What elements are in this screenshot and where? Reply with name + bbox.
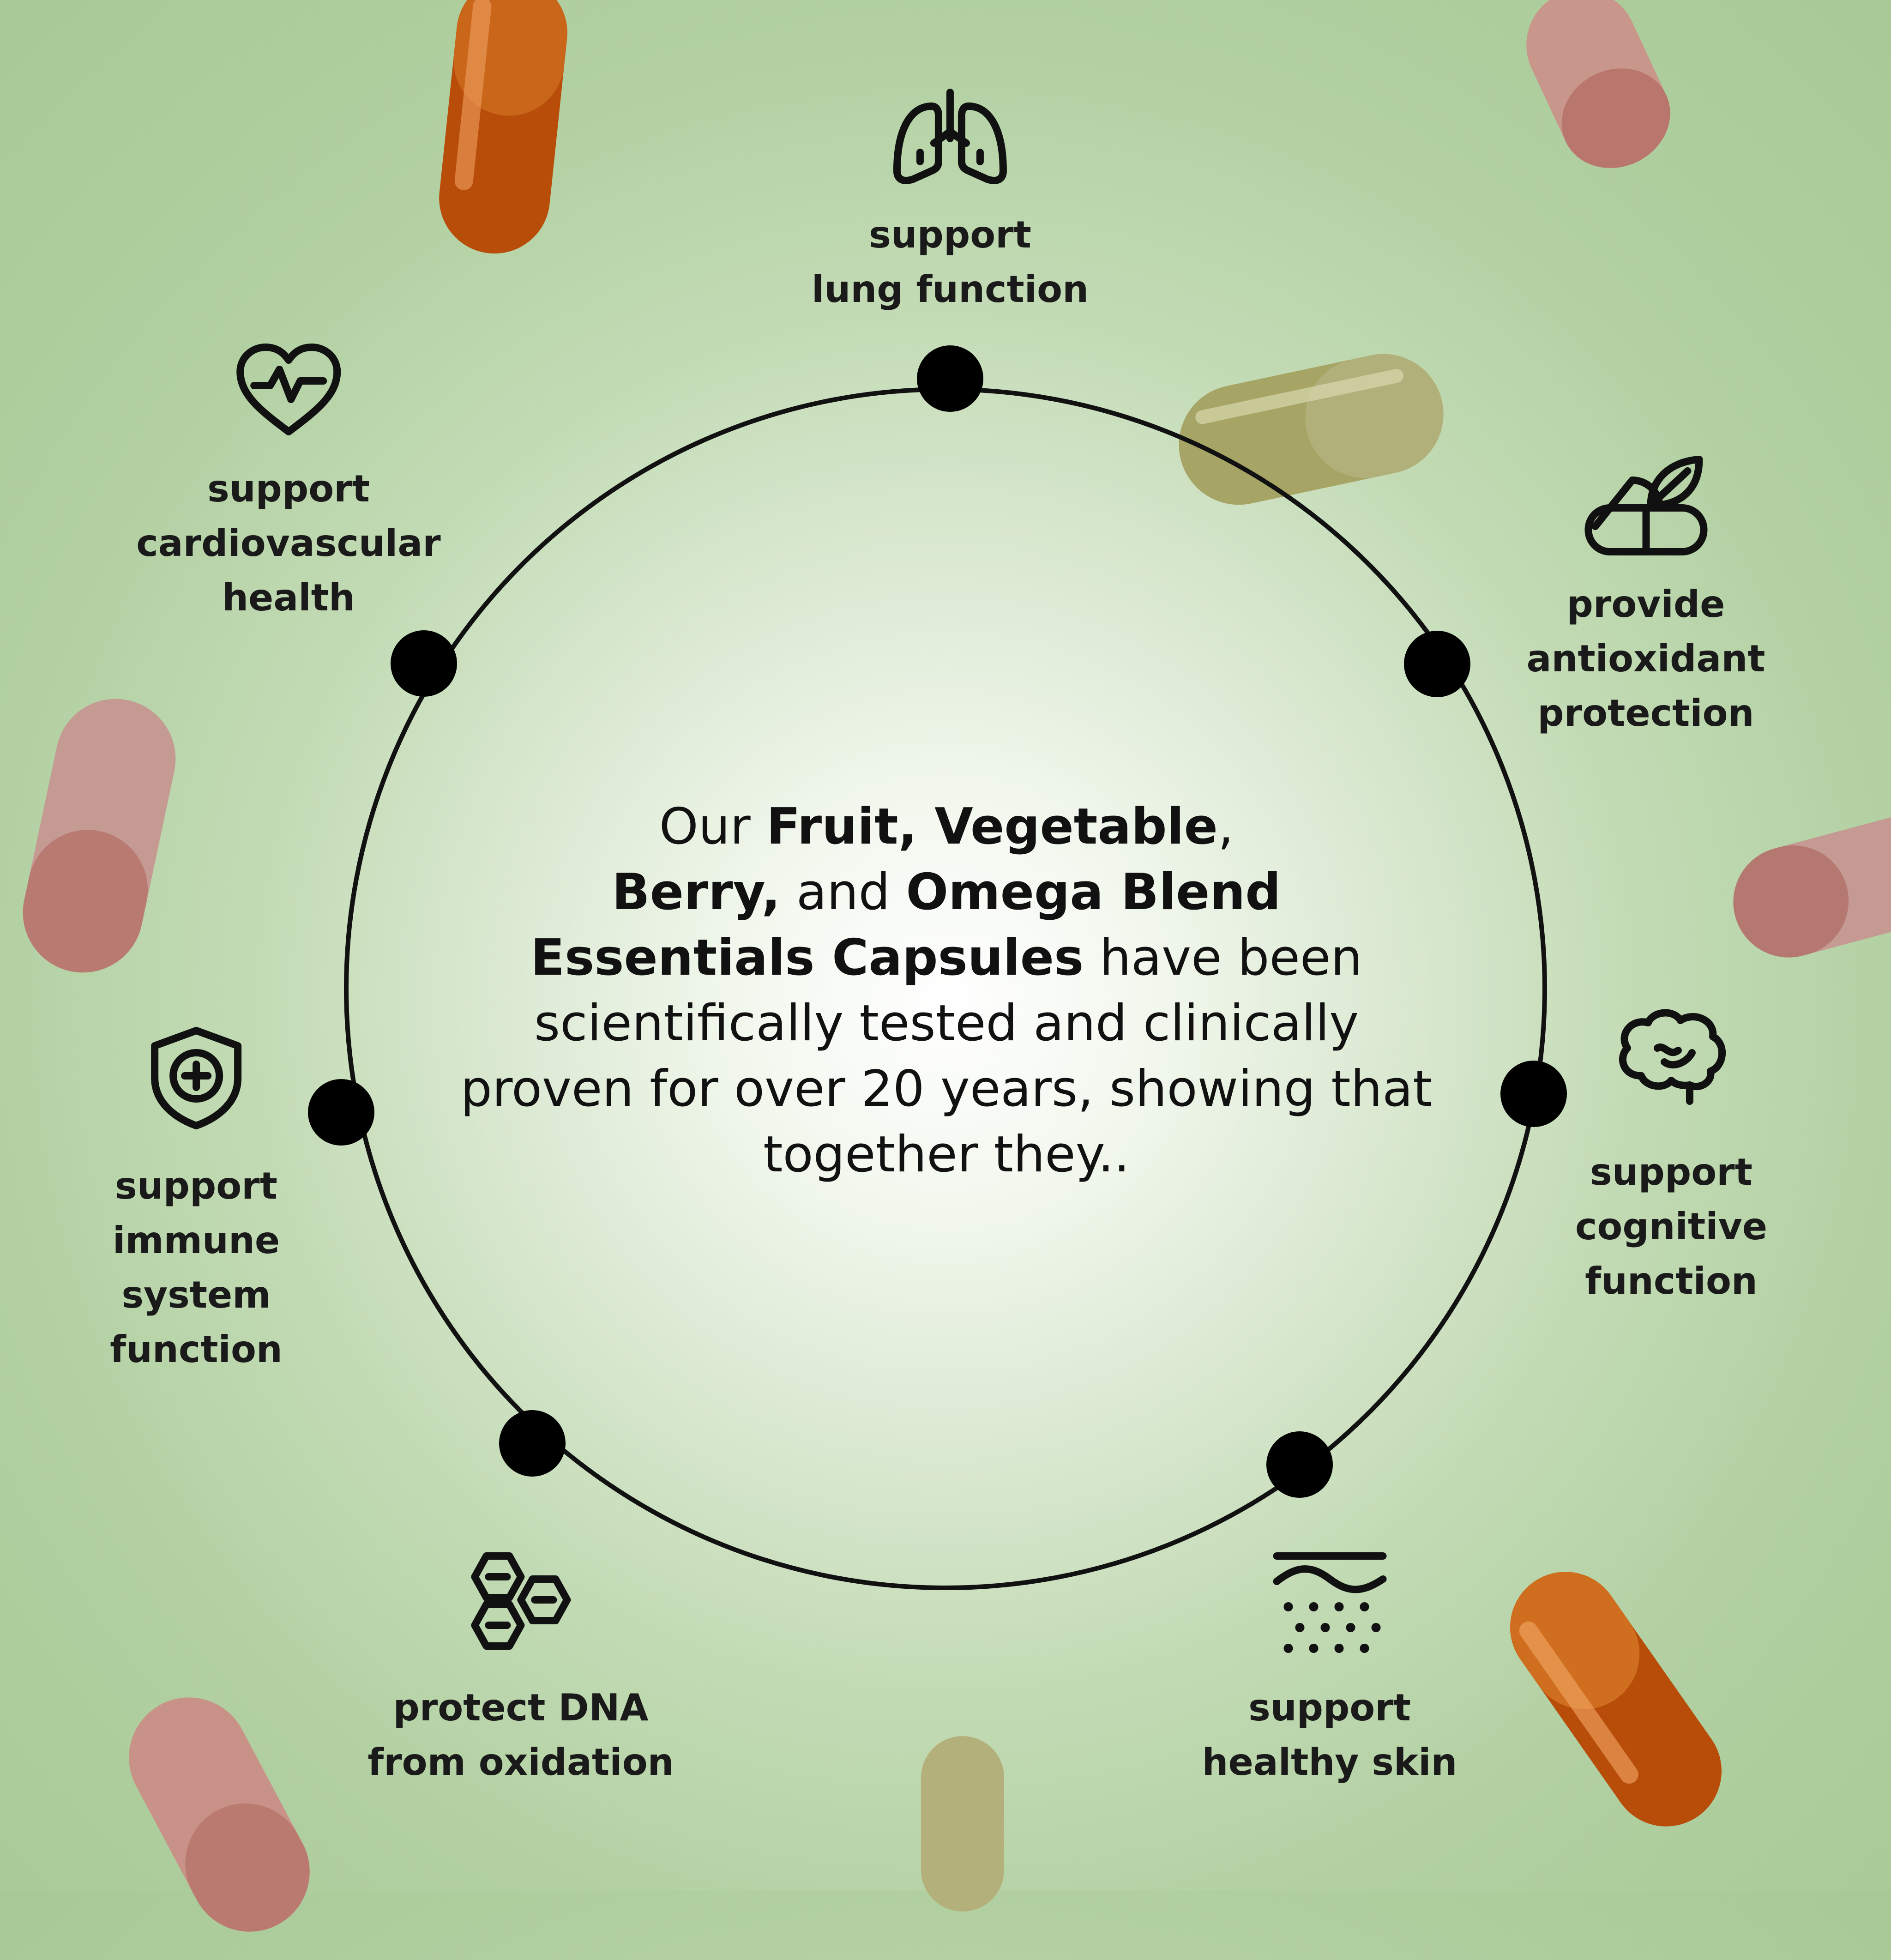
benefit-healthy-skin: support healthy skin (1202, 1547, 1457, 1790)
benefit-label: protection (1537, 692, 1754, 735)
ring-node-dna (499, 1410, 566, 1477)
benefit-label: system (121, 1273, 271, 1316)
red-capsule-right (1733, 815, 1891, 958)
heart-pulse-icon (236, 344, 341, 435)
benefit-label: cardiovascular (136, 522, 441, 565)
ring-node-cardio (391, 630, 457, 697)
benefit-label: support (115, 1164, 277, 1207)
intro-text-bold: Essentials Capsules (530, 929, 1084, 987)
benefit-label: support (1248, 1686, 1411, 1729)
shield-plus-icon (151, 1027, 241, 1129)
benefit-lung-function: support lung function (812, 88, 1089, 317)
red-capsule-top-right (1526, 0, 1670, 168)
brain-icon (1619, 1009, 1726, 1105)
benefit-label: protect DNA (393, 1686, 649, 1729)
intro-text-part: and (780, 863, 906, 921)
intro-text-part: Our (659, 798, 766, 856)
benefit-label: provide (1566, 583, 1725, 626)
skin-layers-icon (1272, 1552, 1386, 1653)
infographic: Our Fruit, Vegetable, Berry, and Omega B… (23, 0, 1891, 1932)
amber-capsule-top (439, 0, 567, 254)
intro-text: Our Fruit, Vegetable, Berry, and Omega B… (452, 794, 1440, 1188)
benefit-label: support (1590, 1151, 1752, 1194)
intro-text-part: , (1217, 798, 1234, 856)
ring-node-lungs (917, 345, 983, 412)
benefit-label: lung function (811, 268, 1089, 311)
benefit-label: from oxidation (367, 1741, 674, 1784)
ring-node-cognitive (1500, 1061, 1567, 1127)
benefit-cognitive: support cognitive function (1575, 1007, 1767, 1309)
molecule-icon (471, 1552, 571, 1650)
benefit-protect-dna: protect DNA from oxidation (367, 1551, 674, 1790)
intro-text-bold: Omega Blend (906, 863, 1281, 921)
pill-leaf-icon (1584, 456, 1707, 555)
benefit-cardiovascular: support cardiovascular health (136, 342, 441, 625)
benefit-label: function (110, 1328, 283, 1371)
ring-node-antioxidant (1404, 631, 1470, 697)
benefit-label: function (1585, 1260, 1758, 1303)
benefit-label: healthy skin (1202, 1741, 1457, 1784)
red-capsule-left (23, 699, 176, 973)
benefit-label: support (207, 467, 370, 510)
ring-node-skin (1266, 1431, 1333, 1498)
benefit-label: cognitive (1575, 1205, 1768, 1248)
benefit-label: immune (112, 1219, 280, 1262)
amber-capsule-bottom-right (1510, 1572, 1722, 1827)
green-capsule-bottom (921, 1736, 1004, 1912)
lungs-icon (893, 89, 1007, 184)
benefit-label: health (222, 576, 355, 619)
intro-text-bold: Berry, (612, 863, 781, 921)
benefit-antioxidant: provide antioxidant protection (1526, 452, 1765, 741)
benefit-immune-system: support immune system function (110, 1025, 283, 1377)
benefit-label: support (869, 213, 1031, 256)
benefit-label: antioxidant (1526, 637, 1765, 680)
intro-text-part: have been scientifically tested and clin… (460, 929, 1433, 1183)
intro-text-bold: Fruit, Vegetable (766, 798, 1218, 856)
ring-node-immune (308, 1079, 374, 1146)
